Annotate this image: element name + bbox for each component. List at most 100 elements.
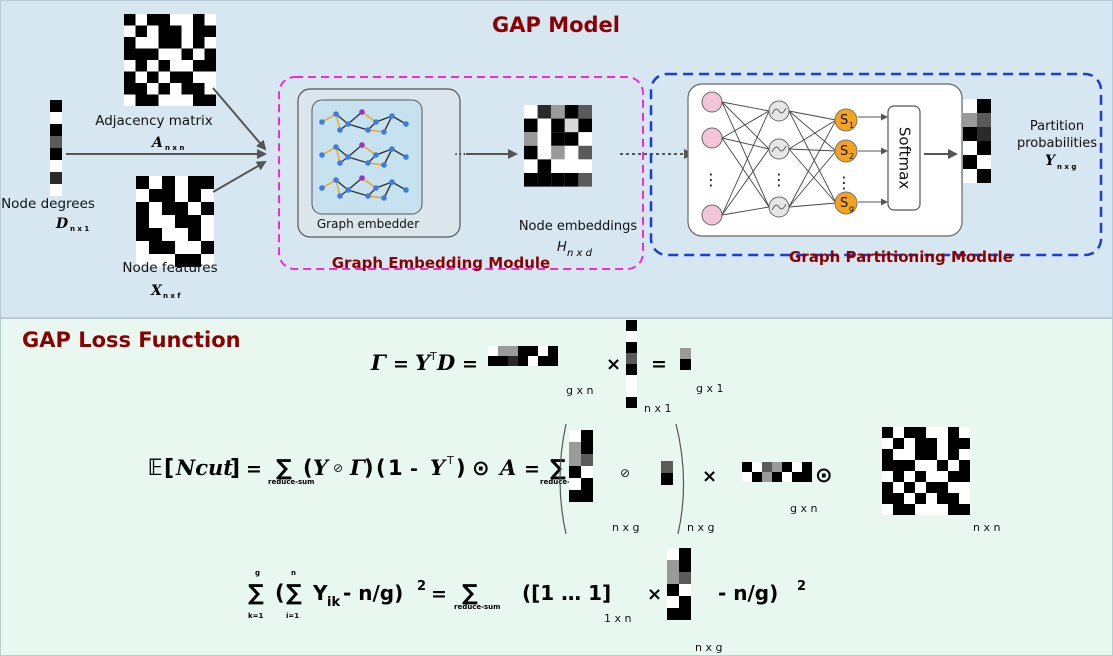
matrix-cell	[201, 176, 214, 189]
matrix-cell	[893, 482, 904, 493]
graph-partitioning-module-box	[649, 72, 1103, 257]
matrix-cell	[948, 471, 959, 482]
matrix-cell	[904, 471, 915, 482]
matrix-cell	[548, 346, 558, 356]
partition-symbol: Y	[1045, 153, 1057, 169]
eq1-y: Y	[415, 350, 432, 375]
matrix-cell	[181, 25, 193, 37]
graph-edge	[361, 144, 377, 156]
matrix-cell	[626, 375, 637, 386]
matrix-cell	[882, 427, 893, 438]
matrix-cell	[201, 228, 214, 241]
matrix-cell	[581, 490, 593, 502]
matrix-cell	[578, 132, 592, 146]
graph-node	[319, 152, 325, 158]
matrix-cell	[959, 493, 970, 504]
matrix-cell	[667, 560, 679, 572]
matrix-cell	[679, 560, 691, 572]
matrix-cell	[50, 172, 62, 184]
graph-embedder-label: Graph embedder	[317, 217, 419, 231]
matrix-cell	[170, 37, 182, 49]
matrix-cell	[537, 118, 552, 133]
matrix-cell	[772, 462, 782, 472]
matrix-cell	[204, 83, 216, 95]
matrix-cell	[679, 548, 691, 560]
eq2-lbracket: [	[164, 456, 174, 481]
matrix-cell	[188, 176, 201, 189]
eq2-one: 1	[388, 456, 403, 480]
matrix-cell	[204, 48, 216, 60]
matrix-cell	[551, 173, 565, 187]
matrix-cell	[937, 493, 948, 504]
matrix-cell	[537, 145, 552, 160]
matrix-cell	[149, 254, 162, 267]
eq3-sum-k: ∑	[248, 581, 264, 606]
matrix-cell	[564, 132, 579, 146]
eq3-dim-ng: n x g	[695, 641, 722, 654]
matrix-cell	[204, 25, 216, 37]
graph-embedding-module-box	[278, 76, 644, 270]
matrix-cell	[147, 71, 159, 83]
graph-node	[333, 144, 339, 150]
matrix-cell	[551, 105, 565, 119]
matrix-cell	[578, 105, 592, 119]
eq1-d: D	[436, 350, 456, 375]
matrix-cell	[581, 466, 593, 478]
eq3-k-eq: k=1	[248, 612, 264, 620]
matrix-cell	[524, 132, 538, 146]
matrix-cell	[792, 472, 802, 482]
eq2-lpar-1: (	[303, 456, 313, 480]
degrees-symbol: D	[55, 216, 69, 232]
matrix-cell	[162, 254, 175, 267]
eq2-dim-nn: n x n	[973, 521, 1000, 534]
matrix-cell	[578, 173, 592, 187]
matrix-cell	[792, 462, 802, 472]
matrix-cell	[524, 159, 538, 173]
degrees-sub: n x 1	[70, 225, 89, 233]
graph-edge	[375, 115, 393, 123]
nn-edge	[721, 206, 770, 216]
matrix-cell	[904, 449, 915, 460]
hidden-dots: ⋮	[771, 170, 787, 189]
matrix-cell	[149, 176, 162, 189]
matrix-cell	[124, 94, 136, 106]
matrix-cell	[136, 189, 149, 202]
matrix-cell	[537, 105, 552, 119]
matrix-cell	[170, 83, 182, 95]
matrix-cell	[175, 241, 188, 254]
eq3-dim-1n: 1 x n	[604, 612, 632, 625]
matrix-cell	[882, 449, 893, 460]
matrix-cell	[679, 608, 691, 620]
matrix-cell	[762, 462, 772, 472]
matrix-cell	[679, 584, 691, 596]
matrix-cell	[170, 94, 182, 106]
matrix-cell	[937, 504, 948, 515]
matrix-cell	[742, 472, 752, 482]
matrix-cell	[548, 356, 558, 366]
eq2-equals-1: =	[246, 458, 262, 480]
matrix-cell	[959, 427, 970, 438]
node-features-grid	[136, 176, 214, 267]
eq2-big-lpar	[559, 423, 567, 535]
matrix-cell	[124, 25, 136, 37]
matrix-cell	[162, 228, 175, 241]
matrix-cell	[149, 241, 162, 254]
matrix-cell	[926, 471, 937, 482]
graph-layers-icon	[319, 109, 409, 201]
matrix-cell	[135, 71, 147, 83]
eq2-odot-2: ⊙	[815, 463, 833, 487]
partition-label-2: probabilities	[1017, 136, 1097, 151]
graph-edge	[347, 123, 369, 131]
matrix-cell	[937, 427, 948, 438]
embeddings-symbol: H	[557, 240, 567, 255]
matrix-cell	[538, 356, 548, 366]
eq3-sum-reduce: ∑	[462, 581, 478, 606]
matrix-cell	[882, 438, 893, 449]
eq1-equals-2: =	[462, 353, 478, 375]
matrix-cell	[882, 460, 893, 471]
nn-edge	[721, 110, 770, 216]
matrix-cell	[904, 493, 915, 504]
matrix-cell	[667, 584, 679, 596]
matrix-cell	[136, 254, 149, 267]
